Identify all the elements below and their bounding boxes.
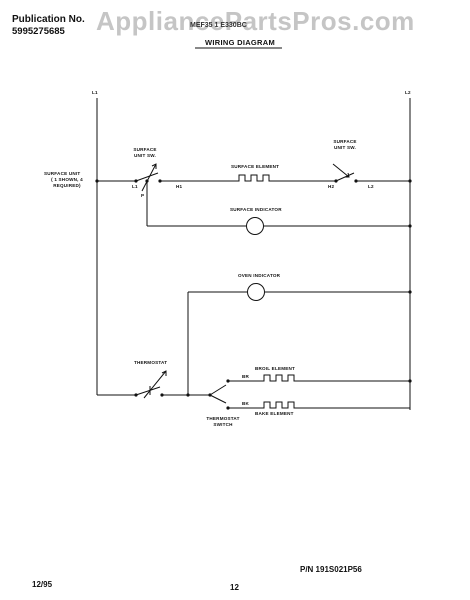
diagram-title: WIRING DIAGRAM <box>205 38 276 47</box>
surface-element-symbol <box>236 174 272 182</box>
terminal-l1-label: L1 <box>132 184 138 189</box>
surface-element-label: SURFACE ELEMENT <box>231 164 280 169</box>
model-number: MEF35 1 E330BC <box>190 22 247 29</box>
rail-l1-label: L1 <box>92 90 98 95</box>
surface-switch-blade <box>135 172 159 182</box>
surface-indicator-label: SURFACE INDICATOR <box>230 207 282 212</box>
oven-indicator-label: OVEN INDICATOR <box>238 273 281 278</box>
rail-l2-label: L2 <box>405 90 411 95</box>
bake-element-symbol <box>262 401 297 409</box>
part-number: P/N 191S021P56 <box>300 565 362 574</box>
thermostat-label: THERMOSTAT <box>134 360 168 365</box>
terminal-l2-label: L2 <box>368 184 374 189</box>
terminal-h2-label: H2 <box>328 184 335 189</box>
footer-date: 12/95 <box>32 580 53 589</box>
watermark: AppliancePartsPros.com <box>96 6 415 36</box>
broil-element-symbol <box>262 374 297 382</box>
bake-element-label: BAKE ELEMENT <box>255 411 294 416</box>
thermostat-contact <box>135 386 161 396</box>
thermostat-switch-label: THERMOSTAT SWITCH <box>206 416 240 427</box>
oven-indicator-lamp <box>247 283 265 301</box>
surface-indicator-lamp <box>246 217 264 235</box>
broil-element-label: BROIL ELEMENT <box>255 366 296 371</box>
surface-unit-switch-right-label: SURFACE UNIT SW. <box>333 139 357 150</box>
surface-unit-switch-left-label: SURFACE UNIT SW. <box>133 147 157 158</box>
publication-label: Publication No. <box>12 14 85 25</box>
surface-unit-label: SURFACE UNIT <box>44 171 81 176</box>
terminal-br-label: BR <box>242 374 250 379</box>
page-number: 12 <box>230 583 239 592</box>
surface-unit-note: ( 1 SHOWN, 4 REQUIRED) <box>51 177 83 188</box>
publication-number: 5995275685 <box>12 26 65 37</box>
terminal-p-label: P <box>141 193 145 198</box>
terminal-h1-label: H1 <box>176 184 183 189</box>
terminal-bk-label: BK <box>242 401 250 406</box>
